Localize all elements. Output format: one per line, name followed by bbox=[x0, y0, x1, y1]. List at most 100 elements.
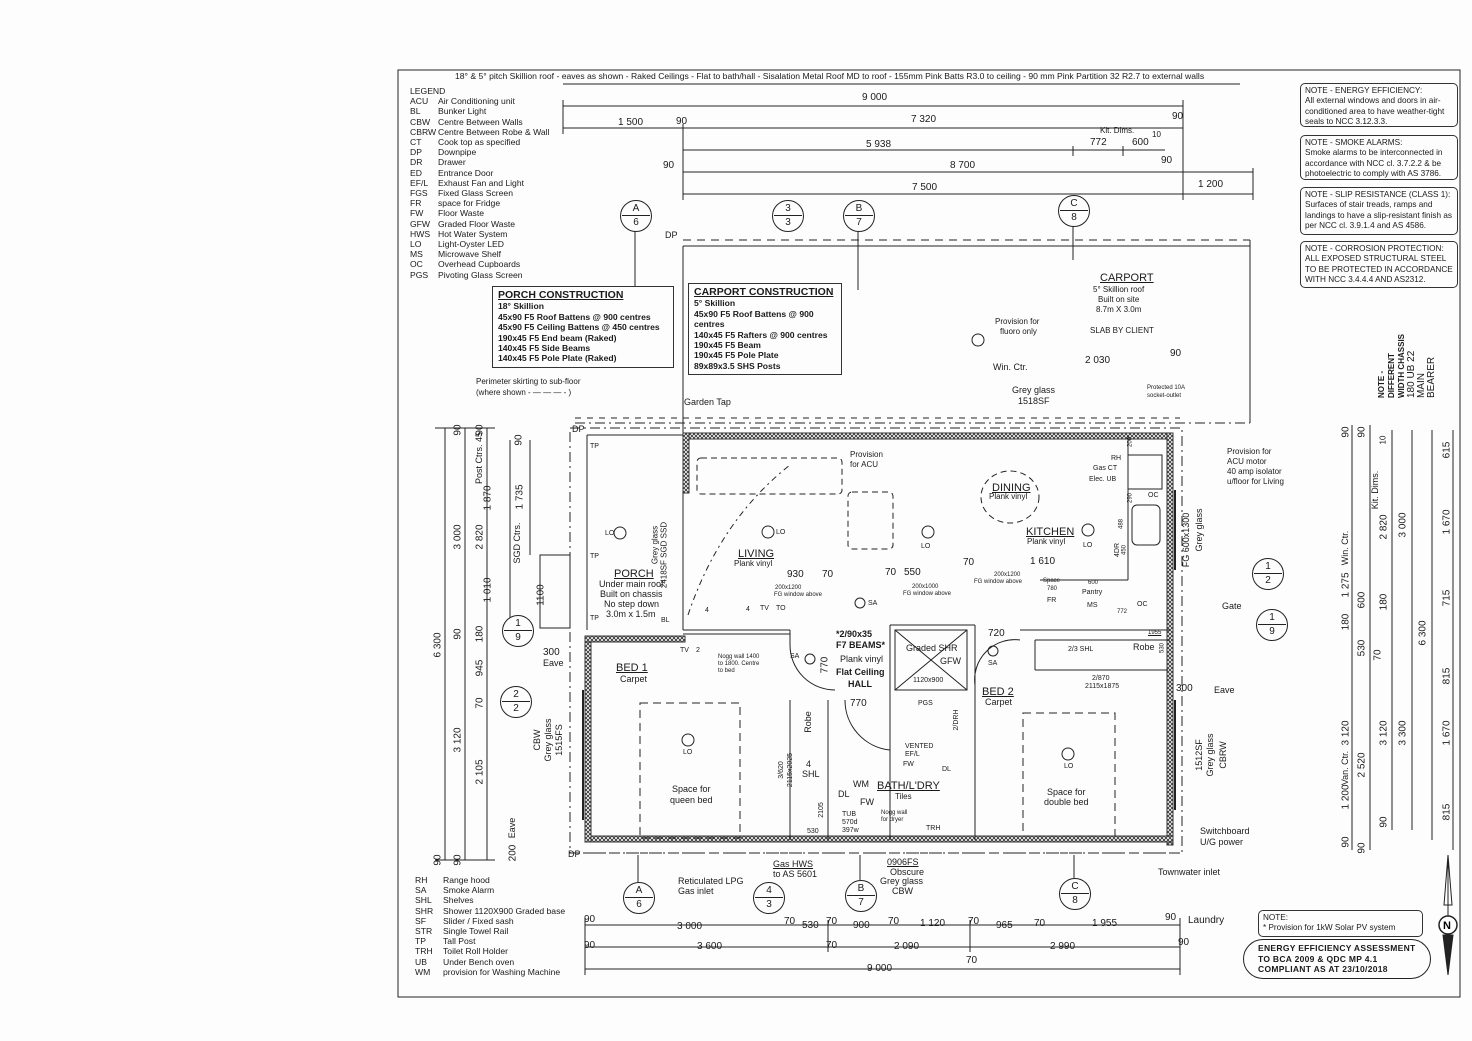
fridge-label: FR bbox=[1047, 597, 1057, 604]
legend-code: SHL bbox=[415, 895, 432, 906]
legend-description: Tall Post bbox=[443, 936, 476, 947]
downpipe-label: DP bbox=[665, 230, 678, 240]
dimension: 90 bbox=[584, 914, 596, 925]
note-box: NOTE - SLIP RESISTANCE (CLASS 1):Surface… bbox=[1300, 187, 1458, 235]
dimension: 550 bbox=[904, 567, 921, 578]
pantry-label: 600 bbox=[1088, 580, 1099, 586]
dimension: 8 700 bbox=[950, 160, 976, 171]
section-marker-label: 9 bbox=[1269, 626, 1275, 637]
robe-label: Robe bbox=[803, 711, 814, 733]
fixture-label: FW bbox=[903, 761, 914, 768]
shelves-count: 4 bbox=[806, 759, 812, 769]
laundry-label: Laundry bbox=[1188, 915, 1225, 926]
dimension: 70 bbox=[822, 569, 834, 580]
porch-construction-line: 45x90 F5 Ceiling Battens @ 450 centres bbox=[498, 322, 660, 333]
window-label: FG window above bbox=[774, 592, 823, 598]
window-label: 200x1200 bbox=[994, 572, 1021, 578]
dimension: 6 300 bbox=[1417, 620, 1429, 646]
room-note: Under main roof bbox=[599, 579, 664, 589]
legend-code: SHR bbox=[415, 905, 434, 916]
dimension: 180 bbox=[474, 625, 486, 643]
note-title: NOTE - SMOKE ALARMS: bbox=[1305, 138, 1403, 147]
chassis-note-line: BEARER CENTRES bbox=[1427, 356, 1435, 398]
dimension: 7 320 bbox=[911, 114, 937, 125]
dimension: 3 000 bbox=[677, 921, 703, 932]
section-marker-label: B bbox=[855, 203, 863, 214]
dimension: 2 105 bbox=[474, 759, 486, 785]
legend-code: OC bbox=[410, 259, 423, 270]
hall-beams: *2/90x35 bbox=[836, 629, 873, 639]
legend-code: CBRW bbox=[410, 126, 437, 137]
shelves-label: 2/3 SHL bbox=[1068, 646, 1094, 653]
fixture-label: WM bbox=[853, 779, 869, 789]
annotation: Reticulated LPG bbox=[678, 876, 744, 886]
window-label: 0906FS bbox=[887, 857, 919, 867]
legend-description: Smoke Alarm bbox=[443, 885, 495, 896]
legend-code: STR bbox=[415, 926, 433, 937]
dimension-label: Kit. Dims. bbox=[1370, 470, 1381, 510]
annotation: Gas inlet bbox=[678, 886, 714, 896]
dimension: 2 090 bbox=[894, 941, 920, 952]
dimension: 930 bbox=[787, 569, 804, 580]
eave-label: Eave bbox=[543, 658, 564, 668]
legend-code: FR bbox=[410, 198, 422, 209]
stamp-line: COMPLIANT AS AT 23/10/2018 bbox=[1258, 964, 1388, 974]
dimension: 90 bbox=[1165, 912, 1177, 923]
dimension: 1 955 bbox=[1092, 918, 1118, 929]
legend-description: Exhaust Fan and Light bbox=[438, 177, 524, 188]
dimension: 90 bbox=[663, 160, 675, 171]
room-note: Built on chassis bbox=[600, 589, 663, 599]
dimension-label: Post Ctrs. 45 bbox=[474, 431, 485, 485]
annotation: to AS 5601 bbox=[773, 869, 818, 879]
room-note: SLAB BY CLIENT bbox=[1090, 326, 1154, 335]
porch-construction-title: PORCH CONSTRUCTION bbox=[498, 289, 624, 301]
annotation: Perimeter skirting to sub-floor bbox=[476, 377, 581, 386]
light-label: LO bbox=[921, 543, 931, 550]
legend-description: Centre Between Robe & Wall bbox=[438, 126, 550, 137]
furniture-note: queen bed bbox=[670, 795, 713, 805]
shelves-label: SHL bbox=[802, 769, 820, 779]
construction-header-note: 18° & 5° pitch Skillion roof - eaves as … bbox=[455, 71, 1205, 81]
dimension: 300 bbox=[1176, 683, 1193, 694]
section-marker-label: 8 bbox=[1071, 212, 1077, 223]
dimension-label: Win. Ctr. bbox=[1340, 530, 1351, 566]
section-marker-label: 1 bbox=[1265, 561, 1271, 572]
dimension: 715 bbox=[1441, 589, 1453, 607]
legend-description: Pivoting Glass Screen bbox=[438, 269, 523, 280]
chassis-note-line: DIFFERENT bbox=[1387, 353, 1396, 398]
porch-construction-line: 18° Skillion bbox=[498, 301, 544, 312]
section-marker-label: A bbox=[632, 203, 640, 214]
dimension: 70 bbox=[885, 567, 897, 578]
fixture-label: 2/DRH bbox=[953, 709, 961, 731]
window-label: FG 600x1300 bbox=[1181, 512, 1192, 568]
legend-description: Bunker Light bbox=[438, 106, 487, 117]
window-label: FG window above bbox=[903, 591, 952, 597]
carport-construction-line: 140x45 F5 Rafters @ 900 centres bbox=[694, 329, 828, 340]
dimension: 9 000 bbox=[867, 963, 893, 974]
dimension: 90 bbox=[584, 940, 596, 951]
legend-code: SA bbox=[415, 885, 427, 896]
tall-post-label: TP bbox=[590, 553, 599, 560]
legend-code: CBW bbox=[410, 116, 431, 127]
section-marker-label: 3 bbox=[785, 203, 791, 214]
dimension: 70 bbox=[968, 916, 980, 927]
legend-code: TRH bbox=[415, 946, 433, 957]
section-marker-label: 4 bbox=[766, 885, 772, 896]
room-floor: Carpet bbox=[620, 674, 648, 684]
annotation: Garden Tap bbox=[684, 397, 731, 407]
light-label: LO bbox=[776, 529, 786, 536]
room-name-dining: DINING bbox=[992, 482, 1031, 494]
dimension: 90 bbox=[1340, 836, 1352, 848]
dimension: 1 200 bbox=[1340, 784, 1352, 810]
